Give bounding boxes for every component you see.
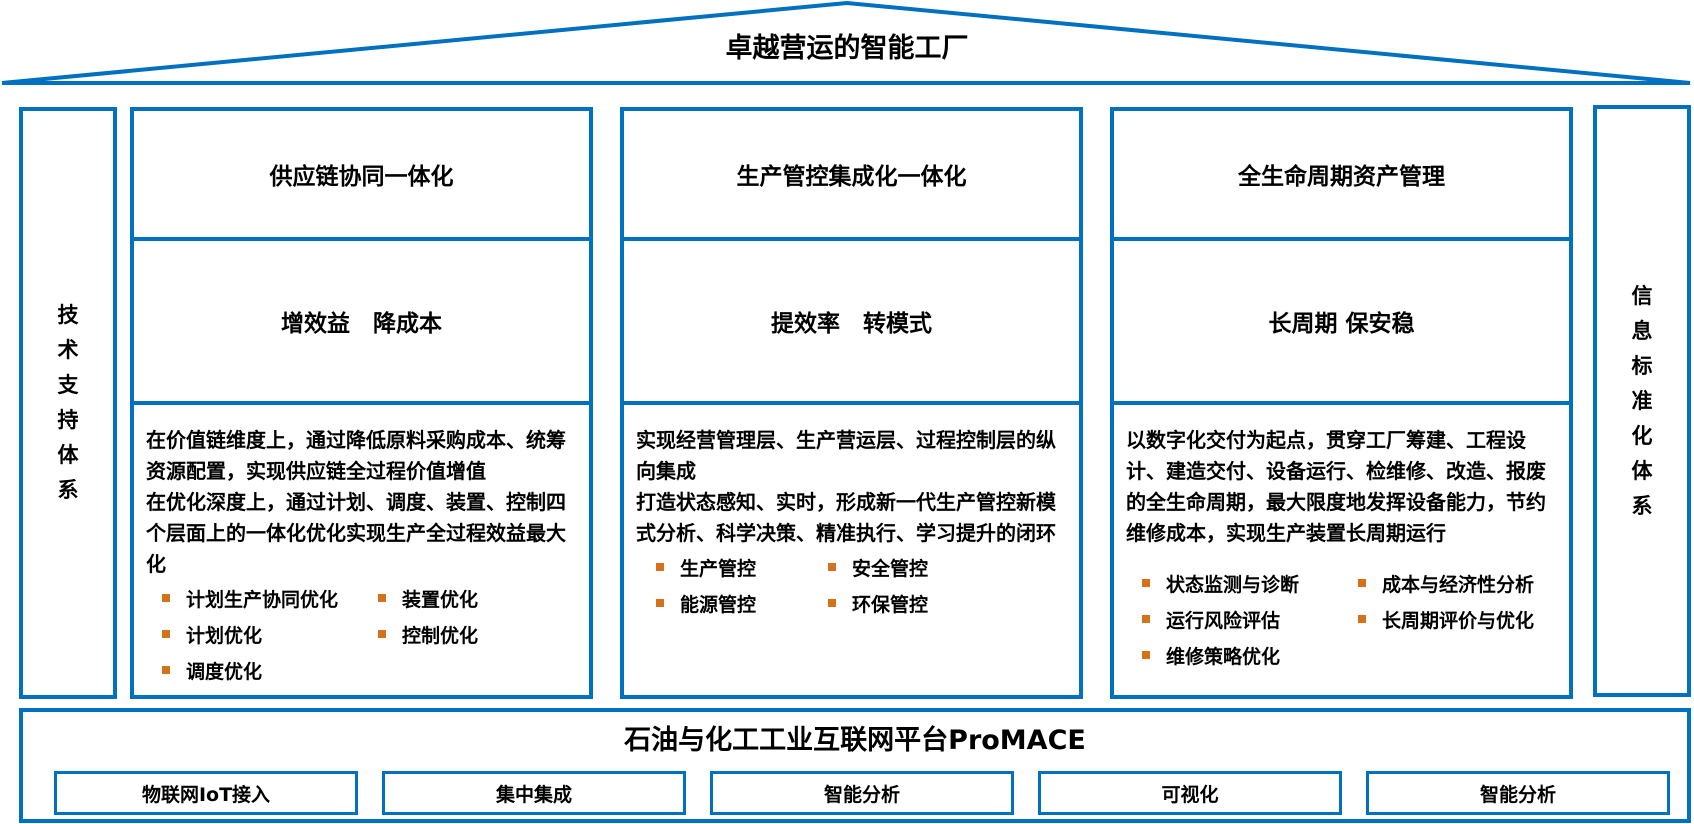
module-central-integration: 集中集成 [382,771,686,815]
list-item: 成本与经济性分析 [1358,565,1538,601]
list-item: 计划生产协同优化 [162,580,378,616]
roof-outline [1,0,1691,85]
platform-base: 石油与化工工业互联网平台ProMACE 物联网IoT接入 集中集成 智能分析 可… [19,708,1691,823]
pillar-production-control: 生产管控集成化一体化 提效率 转模式 实现经营管理层、生产营运层、过程控制层的纵… [620,107,1083,699]
list-item: 能源管控 [656,585,828,621]
bullet-square-icon [162,594,170,602]
bullet-square-icon [378,594,386,602]
pillar-body: 实现经营管理层、生产营运层、过程控制层的纵向集成 打造状态感知、实时，形成新一代… [624,405,1079,695]
pillar-description: 以数字化交付为起点，贯穿工厂筹建、工程设计、建造交付、设备运行、检维修、改造、报… [1126,428,1546,545]
tech-support-label: 技术支持体系 [57,303,79,502]
pillar-heading: 供应链协同一体化 [134,111,589,241]
list-item: 环保管控 [828,585,978,621]
list-item: 维修策略优化 [1142,637,1358,673]
bullet-square-icon [162,630,170,638]
bullet-list: 生产管控 安全管控 能源管控 环保管控 [636,549,1067,621]
pillar-goal: 增效益 降成本 [134,241,589,405]
bullet-square-icon [656,563,664,571]
pillar-goal: 提效率 转模式 [624,241,1079,405]
pillar-asset-lifecycle: 全生命周期资产管理 长周期 保安稳 以数字化交付为起点，贯穿工厂筹建、工程设计、… [1110,107,1573,699]
bullet-square-icon [1142,615,1150,623]
list-item: 安全管控 [828,549,978,585]
list-item: 运行风险评估 [1142,601,1358,637]
pillar-body: 以数字化交付为起点，贯穿工厂筹建、工程设计、建造交付、设备运行、检维修、改造、报… [1114,405,1569,695]
bullet-square-icon [1358,579,1366,587]
module-iot-access: 物联网IoT接入 [54,771,358,815]
bullet-square-icon [1142,579,1150,587]
info-standard-label: 信息标准化体系 [1631,283,1653,518]
pillar-description: 在价值链维度上，通过降低原料采购成本、统筹资源配置，实现供应链全过程价值增值 在… [146,428,566,576]
pillar-description: 实现经营管理层、生产营运层、过程控制层的纵向集成 打造状态感知、实时，形成新一代… [636,428,1056,545]
info-standard-column: 信息标准化体系 [1593,105,1691,697]
list-item: 装置优化 [378,580,528,616]
module-smart-analysis: 智能分析 [710,771,1014,815]
pillar-body: 在价值链维度上，通过降低原料采购成本、统筹资源配置，实现供应链全过程价值增值 在… [134,405,589,695]
platform-title: 石油与化工工业互联网平台ProMACE [624,725,1086,756]
list-item: 调度优化 [162,652,378,688]
list-item: 控制优化 [378,616,528,652]
pillar-goal: 长周期 保安稳 [1114,241,1569,405]
bullet-square-icon [162,666,170,674]
bullet-square-icon [828,563,836,571]
bullet-square-icon [378,630,386,638]
list-item: 生产管控 [656,549,828,585]
list-item: 长周期评价与优化 [1358,601,1538,637]
module-smart-analysis-2: 智能分析 [1366,771,1670,815]
bullet-square-icon [1358,615,1366,623]
bullet-square-icon [1142,651,1150,659]
pillar-heading: 生产管控集成化一体化 [624,111,1079,241]
bullet-list: 计划生产协同优化 装置优化 计划优化 控制优化 调度优化 [146,580,577,688]
bullet-square-icon [656,599,664,607]
list-item: 计划优化 [162,616,378,652]
list-item: 状态监测与诊断 [1142,565,1358,601]
pillar-supply-chain: 供应链协同一体化 增效益 降成本 在价值链维度上，通过降低原料采购成本、统筹资源… [130,107,593,699]
pillar-heading: 全生命周期资产管理 [1114,111,1569,241]
tech-support-column: 技术支持体系 [19,107,117,699]
module-visualization: 可视化 [1038,771,1342,815]
bullet-square-icon [828,599,836,607]
bullet-list: 状态监测与诊断 成本与经济性分析 运行风险评估 长周期评价与优化 维修策略优化 [1126,565,1557,673]
page-title: 卓越营运的智能工厂 [725,33,969,64]
